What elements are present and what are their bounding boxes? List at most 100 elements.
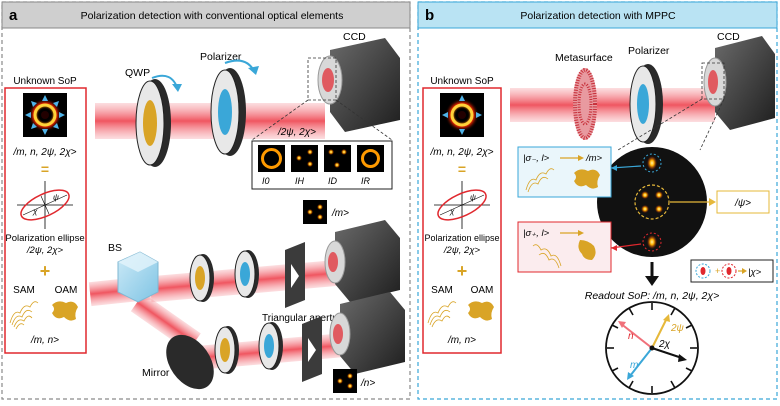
zoom-line-b-left [617, 98, 703, 151]
clock-label-n: n [628, 331, 634, 342]
chi-symbol-b: χ [449, 207, 455, 216]
polarizer-element-b [629, 64, 663, 144]
oam-label: OAM [55, 285, 78, 296]
arm-m-aperture [285, 242, 305, 308]
intensity-image-ih [291, 145, 318, 172]
ellipse-label: Polarization ellipse [5, 233, 84, 244]
intensity-label-ir: IR [361, 176, 371, 186]
chi-state-label: |χ> [748, 267, 762, 278]
oam-wavefront-icon-b [468, 301, 494, 321]
sam-oam-state-b: /m, n> [447, 335, 476, 346]
sigma-plus-oam-icon [578, 240, 596, 260]
sigma-minus-m-state: /m> [585, 153, 603, 164]
sigma-plus-box: |σ₊, l> [517, 221, 612, 273]
m-state-inset [303, 200, 327, 224]
sop-box-a: Unknown SoP /m, n, 2ψ, 2χ> [4, 76, 87, 354]
beam-upper [95, 103, 325, 139]
intensity-label-id: ID [328, 176, 338, 186]
ellipse-state-b: /2ψ, 2χ> [443, 245, 481, 256]
sam-spiral-icon-b [427, 301, 457, 328]
beam-splitter-cube [117, 251, 159, 303]
polarizer-element [210, 68, 246, 156]
psi-state-label: /ψ> [734, 198, 751, 209]
sam-label-b: SAM [431, 285, 453, 296]
arm-m-polarizer [234, 250, 259, 298]
ccd-camera-a3 [329, 292, 405, 374]
panel-b-header: Polarization detection with MPPC [520, 10, 676, 22]
equals-sign: = [41, 161, 49, 177]
sam-oam-state: /m, n> [30, 335, 59, 346]
zoom-line-b-right [699, 98, 725, 151]
clock-label-m: m [630, 360, 638, 371]
qwp-arrowhead [172, 84, 182, 92]
polarization-ellipse-icon-b: ψ χ [434, 181, 490, 229]
ccd-camera-b [703, 36, 775, 130]
metasurface-label: Metasurface [555, 52, 613, 64]
panel-a-header-bar [1, 1, 411, 29]
chi-symbol: χ [32, 207, 38, 216]
oam-label-b: OAM [471, 285, 494, 296]
ccd-label-b: CCD [717, 31, 740, 43]
n-state-inset [333, 369, 357, 393]
mppc-pattern [597, 147, 707, 257]
sop-box-b: Unknown SoP /m, n, 2ψ, 2χ> = [422, 76, 502, 354]
clock-label-2psi: 2ψ [670, 323, 685, 334]
sigma-minus-oam-icon [574, 169, 600, 189]
m-state-label: /m> [331, 208, 349, 219]
psi-arrowhead [709, 198, 716, 206]
n-state-label: /n> [360, 378, 375, 389]
readout-clock: n 2ψ m 2χ [605, 301, 699, 395]
panel-b-header-bar [417, 1, 778, 29]
panel-a-letter: a [9, 7, 18, 24]
qwp-label: QWP [125, 67, 150, 79]
sigma-plus-sam-icon [532, 244, 562, 269]
oam-wavefront-icon [52, 301, 78, 321]
readout-label: Readout SoP: /m, n, 2ψ, 2χ> [585, 290, 720, 302]
ccd-zoom-box-b [701, 62, 725, 100]
arm-n-qwp [214, 326, 239, 374]
inset-state: /2ψ, 2χ> [277, 127, 316, 138]
chi-box: + |χ> [690, 259, 774, 283]
clock-hand-2chi [651, 346, 683, 360]
readout-arrowhead [645, 276, 659, 286]
intensity-inset: I0 IH ID IR [251, 140, 393, 190]
sigma-minus-label: |σ₋, l> [523, 153, 550, 164]
intensity-image-id [324, 145, 351, 172]
beam-b [510, 88, 715, 122]
sop-title: Unknown SoP [13, 76, 77, 87]
equals-sign-b: = [458, 161, 466, 177]
arm-n-polarizer [258, 322, 283, 370]
arm-m-qwp [189, 254, 214, 302]
sigma-plus-label: |σ₊, l> [523, 228, 550, 239]
clock-hand-2psi [651, 317, 668, 349]
polarizer-arrowhead [248, 66, 259, 75]
aperture-label: Triangular aperture [262, 313, 347, 324]
vector-beam-icon-b [440, 93, 484, 137]
clock-label-2chi: 2χ [658, 339, 671, 350]
panel-b-letter: b [425, 7, 434, 24]
plus-sign: + [40, 261, 51, 281]
vector-beam-icon [23, 93, 67, 137]
zoom-line-left [251, 99, 309, 141]
psi-symbol-b: ψ [470, 193, 476, 202]
ellipse-label-b: Polarization ellipse [424, 233, 499, 243]
bs-label: BS [108, 242, 122, 254]
ellipse-state: /2ψ, 2χ> [26, 245, 64, 256]
clock-hand-m [629, 347, 653, 377]
sigma-plus-arrowhead [611, 245, 617, 251]
mirror-element [166, 334, 214, 390]
polarization-ellipse-icon: ψ χ [17, 181, 73, 229]
sop-title-b: Unknown SoP [430, 76, 494, 87]
psi-box [716, 190, 770, 214]
ccd-camera-a2 [324, 220, 400, 302]
psi-symbol: ψ [53, 193, 59, 202]
panel-a: a Polarization detection with convention… [1, 1, 411, 400]
sigma-minus-arrowhead [611, 165, 617, 171]
plus-sign-b: + [457, 261, 468, 281]
sigma-minus-box: |σ₋, l> /m> [517, 146, 612, 198]
intensity-image-ir [357, 145, 384, 172]
clock-hand-n [619, 322, 653, 349]
intensity-image-i0 [258, 145, 285, 172]
metasurface-element [573, 68, 597, 140]
